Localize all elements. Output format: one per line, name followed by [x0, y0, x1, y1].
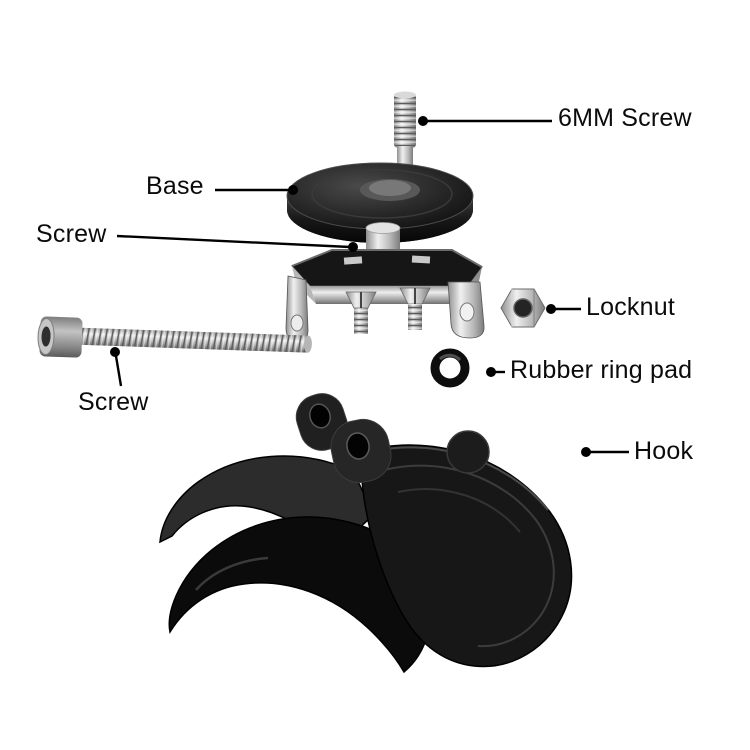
locknut-part — [500, 288, 546, 328]
rubber-o-ring-part — [430, 348, 470, 388]
clamp-bracket-part — [285, 249, 485, 342]
label-6mm-screw: 6MM Screw — [558, 104, 692, 132]
label-locknut: Locknut — [586, 293, 675, 321]
six-mm-screw-part — [394, 91, 416, 172]
black-hook-part — [159, 393, 573, 674]
label-base: Base — [146, 172, 204, 200]
label-screw-top: Screw — [36, 220, 107, 248]
leader-lines — [114, 119, 629, 454]
base-disc-part — [286, 162, 474, 243]
leader-dots — [110, 116, 591, 457]
label-screw-long: Screw — [78, 388, 149, 416]
long-hex-socket-screw-part — [37, 316, 312, 358]
label-hook: Hook — [634, 437, 694, 465]
label-rubber-ring-pad: Rubber ring pad — [510, 356, 693, 384]
